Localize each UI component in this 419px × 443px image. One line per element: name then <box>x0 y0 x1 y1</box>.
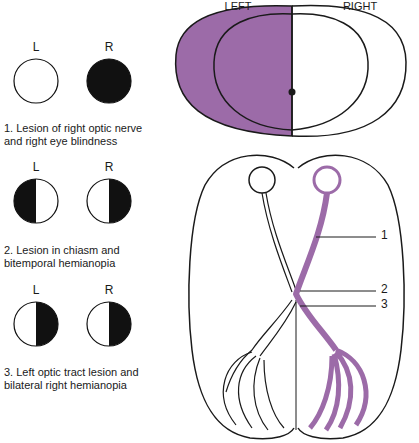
visual-field-node: R <box>84 40 134 105</box>
lesion-caption: 3. Left optic tract lesion and bilateral… <box>4 366 154 392</box>
visual-field-node: L <box>11 160 61 225</box>
right-field <box>292 5 406 136</box>
field-side-label: RIGHT <box>330 0 390 13</box>
field-side-label: LEFT <box>208 0 268 13</box>
visual-field-circle <box>12 57 60 105</box>
eye-letter: L <box>11 283 61 297</box>
lesion-caption: 1. Lesion of right optic nerve and right… <box>4 122 154 148</box>
eye-letter: L <box>11 160 61 174</box>
visual-field-node: L <box>11 40 61 105</box>
left-optic-tract <box>226 300 296 392</box>
leader-line <box>316 237 376 238</box>
fixation-dot <box>289 89 296 96</box>
leader-line <box>300 306 376 307</box>
right-hemisphere <box>298 155 404 439</box>
visual-field-circle <box>12 300 60 348</box>
left-radiation <box>223 352 284 430</box>
callout-number: 2 <box>381 283 401 296</box>
right-radiation <box>310 350 366 430</box>
callout-number: 1 <box>381 229 401 242</box>
visual-field-circle <box>85 300 133 348</box>
left-optic-nerve <box>262 193 296 292</box>
visual-field-node: R <box>84 283 134 348</box>
left-eye-field <box>292 14 368 130</box>
left-hemisphere <box>189 155 294 439</box>
midline <box>291 6 293 136</box>
leader-line <box>300 291 376 292</box>
fissure <box>296 300 297 430</box>
right-eye <box>314 167 340 193</box>
visual-field-node: R <box>84 160 134 225</box>
visual-field-circle <box>85 57 133 105</box>
eye-letter: L <box>11 40 61 54</box>
eye-letter: R <box>84 40 134 54</box>
left-eye <box>249 167 275 193</box>
eye-letter: R <box>84 283 134 297</box>
visual-field-circle <box>85 177 133 225</box>
right-eye-field <box>214 14 292 130</box>
visual-field-circle <box>12 177 60 225</box>
right-pathway <box>296 193 336 350</box>
left-field <box>176 6 292 136</box>
visual-field-node: L <box>11 283 61 348</box>
callout-number: 3 <box>381 298 401 311</box>
eye-letter: R <box>84 160 134 174</box>
lesion-caption: 2. Lesion in chiasm and bitemporal hemia… <box>4 244 154 270</box>
